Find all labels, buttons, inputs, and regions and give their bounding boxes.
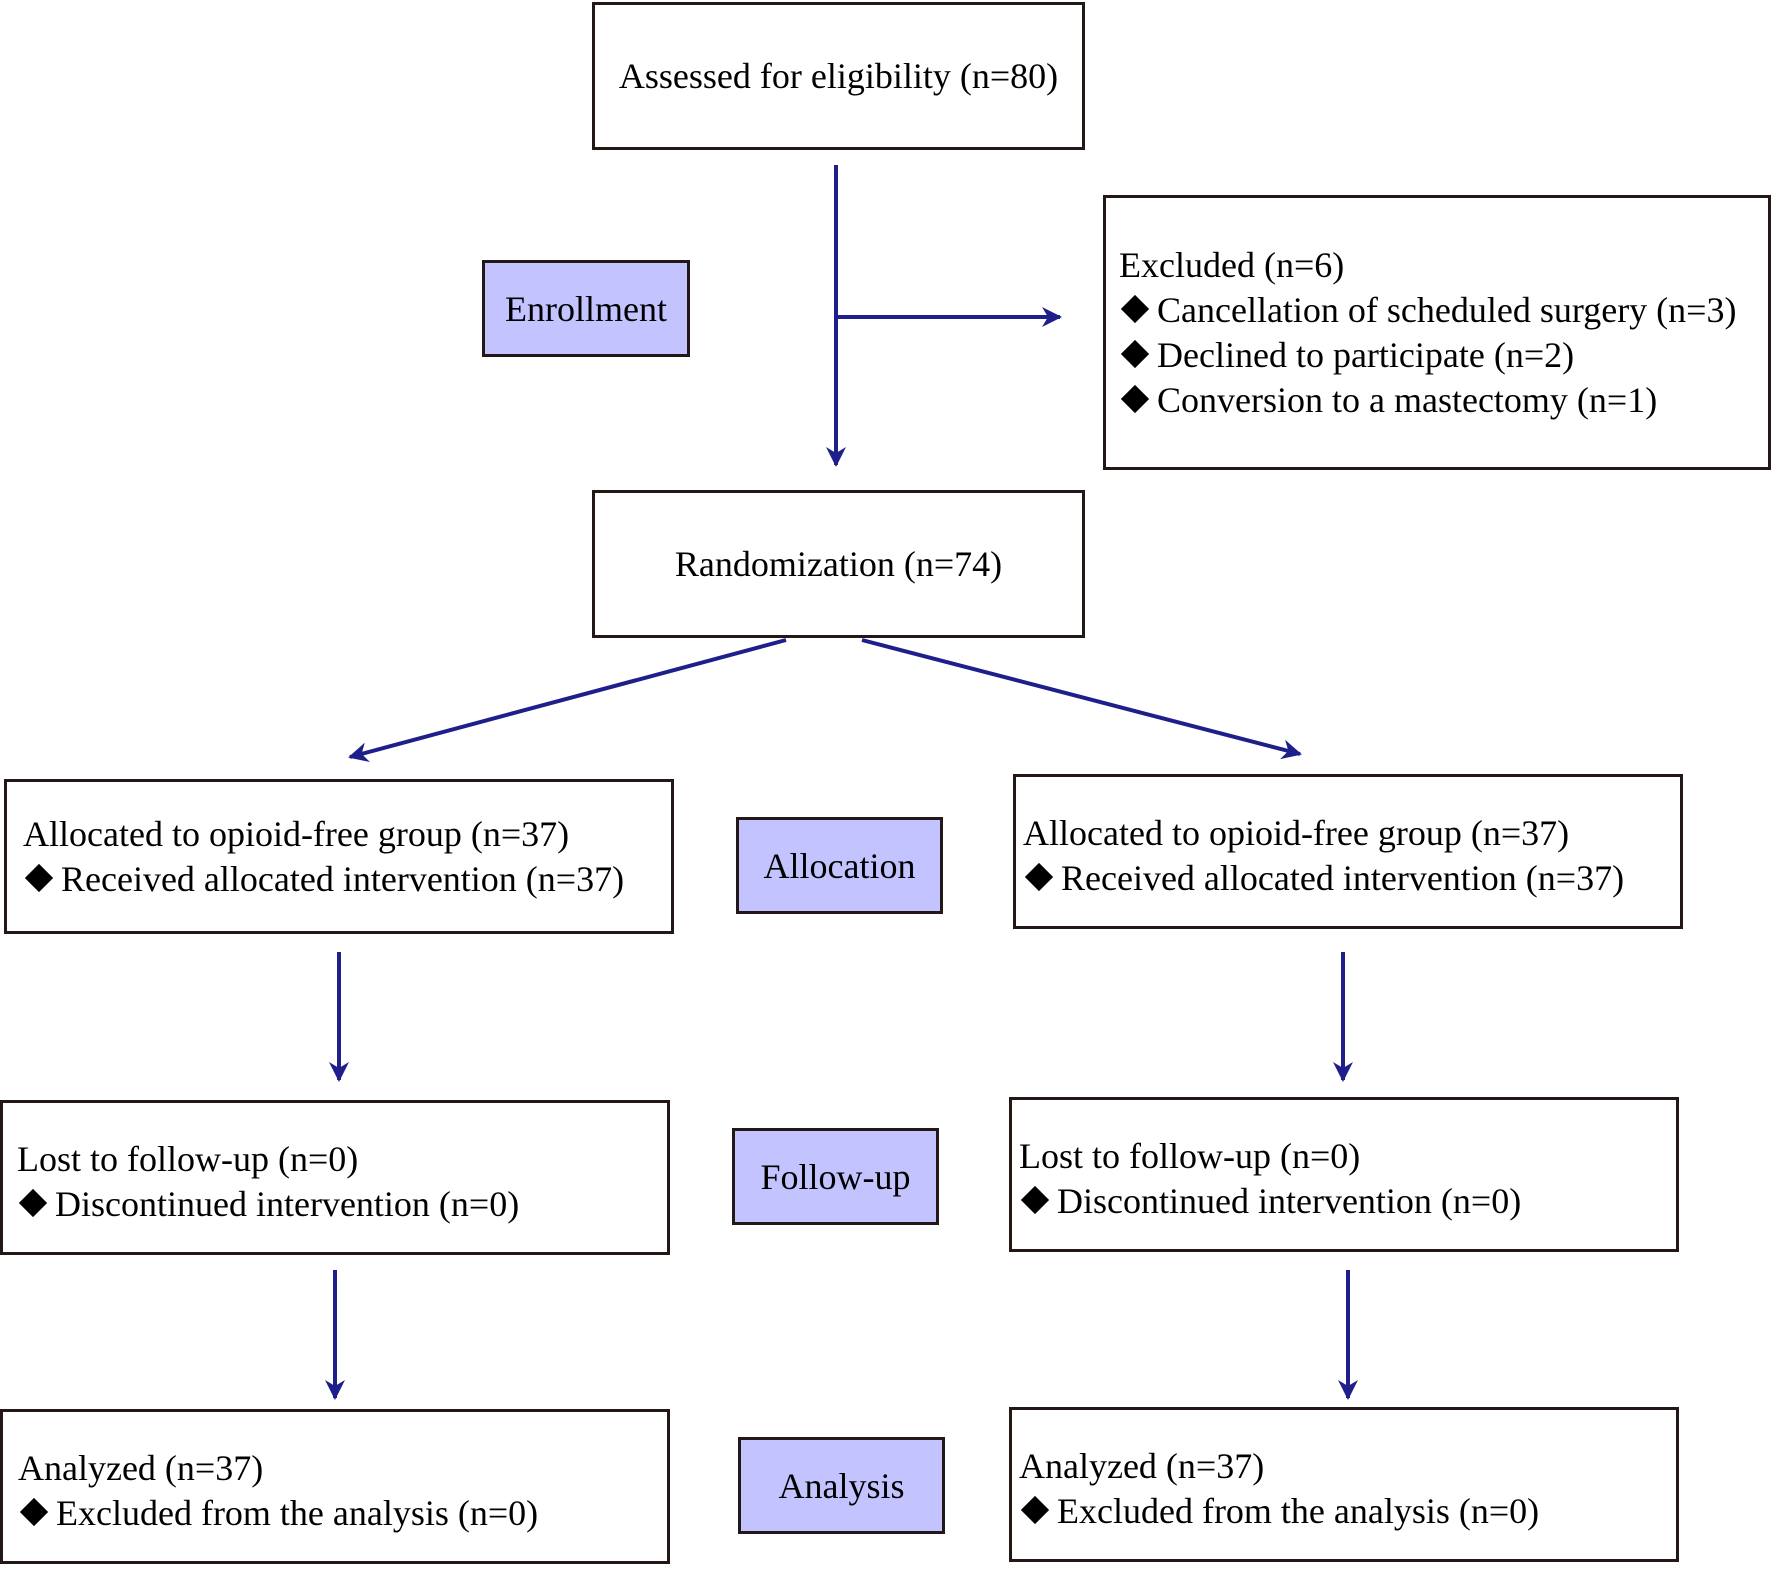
right-followup-title: Lost to follow-up (n=0): [1019, 1136, 1361, 1176]
left-allocation-item: Received allocated intervention (n=37): [23, 857, 624, 902]
diamond-bullet-icon: [1020, 1495, 1050, 1525]
left-allocation-title: Allocated to opioid-free group (n=37): [23, 814, 570, 854]
diamond-bullet-icon: [1024, 862, 1054, 892]
stage-allocation: Allocation: [736, 817, 943, 914]
left-analysis-box: Analyzed (n=37) Excluded from the analys…: [0, 1409, 670, 1564]
stage-allocation-label: Allocation: [763, 845, 916, 886]
excluded-item: Conversion to a mastectomy (n=1): [1119, 378, 1657, 423]
right-analysis-item: Excluded from the analysis (n=0): [1019, 1489, 1539, 1534]
left-analysis-item: Excluded from the analysis (n=0): [18, 1491, 538, 1536]
diamond-bullet-icon: [1020, 1185, 1050, 1215]
left-followup-title: Lost to follow-up (n=0): [17, 1139, 359, 1179]
diamond-bullet-icon: [1120, 339, 1150, 369]
right-allocation-box: Allocated to opioid-free group (n=37) Re…: [1013, 774, 1683, 929]
stage-analysis-label: Analysis: [778, 1465, 905, 1506]
excluded-box: Excluded (n=6) Cancellation of scheduled…: [1103, 195, 1771, 470]
right-followup-box: Lost to follow-up (n=0) Discontinued int…: [1009, 1097, 1679, 1252]
diamond-bullet-icon: [1120, 384, 1150, 414]
right-allocation-item: Received allocated intervention (n=37): [1023, 856, 1624, 901]
right-analysis-box: Analyzed (n=37) Excluded from the analys…: [1009, 1407, 1679, 1562]
right-analysis-title: Analyzed (n=37): [1019, 1446, 1265, 1486]
excluded-item: Cancellation of scheduled surgery (n=3): [1119, 288, 1736, 333]
right-allocation-title: Allocated to opioid-free group (n=37): [1023, 813, 1570, 853]
diamond-bullet-icon: [19, 1497, 49, 1527]
stage-analysis: Analysis: [738, 1437, 945, 1534]
stage-enrollment-label: Enrollment: [505, 288, 667, 329]
diamond-bullet-icon: [24, 863, 54, 893]
stage-followup: Follow-up: [732, 1128, 939, 1225]
diamond-bullet-icon: [18, 1188, 48, 1218]
left-followup-box: Lost to follow-up (n=0) Discontinued int…: [0, 1100, 670, 1255]
randomization-box: Randomization (n=74): [592, 490, 1085, 638]
diamond-bullet-icon: [1120, 294, 1150, 324]
assessed-label: Assessed for eligibility (n=80): [618, 56, 1059, 96]
arrow-randomization-to-left: [348, 638, 787, 762]
stage-followup-label: Follow-up: [760, 1156, 911, 1197]
right-followup-item: Discontinued intervention (n=0): [1019, 1179, 1521, 1224]
excluded-title: Excluded (n=6): [1119, 245, 1345, 285]
excluded-item: Declined to participate (n=2): [1119, 333, 1574, 378]
arrow-randomization-to-right: [861, 638, 1302, 760]
stage-enrollment: Enrollment: [482, 260, 690, 357]
left-analysis-title: Analyzed (n=37): [18, 1448, 264, 1488]
randomization-label: Randomization (n=74): [674, 544, 1003, 584]
left-allocation-box: Allocated to opioid-free group (n=37) Re…: [4, 779, 674, 934]
left-followup-item: Discontinued intervention (n=0): [17, 1182, 519, 1227]
assessed-box: Assessed for eligibility (n=80): [592, 2, 1085, 150]
